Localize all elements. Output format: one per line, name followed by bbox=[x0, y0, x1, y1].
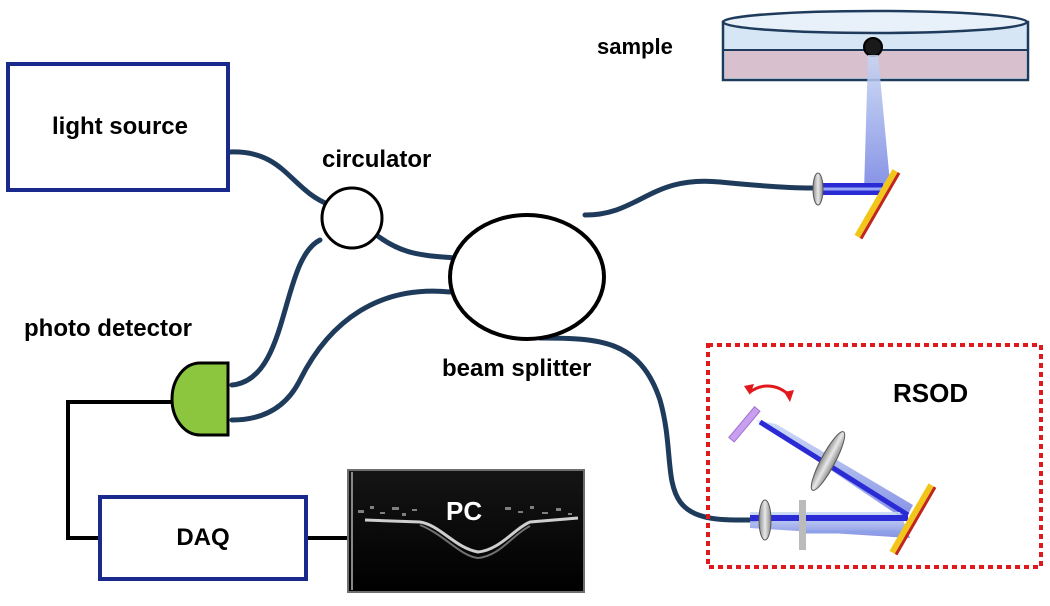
fiber-circulator-to-detector bbox=[229, 237, 323, 388]
electrical-wires bbox=[66, 400, 348, 540]
pc-screen bbox=[347, 469, 585, 593]
rsod-collimator-lens bbox=[758, 499, 772, 541]
circulator-label: circulator bbox=[322, 146, 432, 173]
oct-image-curve bbox=[364, 516, 579, 554]
rsod-grating bbox=[799, 500, 806, 550]
rotation-arrow-icon bbox=[749, 384, 792, 398]
light-source-box bbox=[6, 62, 230, 192]
fiber-network bbox=[227, 149, 815, 523]
oct-image-texture bbox=[358, 506, 572, 516]
beam-splitter-label: beam splitter bbox=[442, 355, 592, 382]
fiber-splitter-to-detector bbox=[229, 288, 453, 423]
daq-box bbox=[98, 495, 308, 581]
sample-mirror bbox=[854, 169, 901, 240]
fiber-splitter-to-sample bbox=[582, 178, 815, 218]
sample-dish bbox=[721, 9, 1030, 82]
rsod-boundary bbox=[706, 343, 1043, 569]
rsod-end-mirror bbox=[889, 483, 937, 556]
sample-beam-cone bbox=[864, 55, 890, 192]
sample-label: sample bbox=[597, 34, 673, 59]
sample-specimen bbox=[863, 37, 883, 57]
fiber-circulator-to-splitter bbox=[367, 227, 458, 261]
light-source-label: light source bbox=[51, 113, 189, 140]
rsod-label: RSOD bbox=[893, 378, 969, 408]
sample-arm-optics bbox=[812, 55, 901, 240]
beam-splitter-symbol bbox=[448, 213, 606, 341]
photo-detector-label: photo detector bbox=[24, 315, 192, 342]
wire-detector-to-daq bbox=[66, 400, 178, 540]
rsod-focusing-lens bbox=[810, 431, 846, 491]
fiber-splitter-to-rsod bbox=[537, 335, 758, 523]
daq-label: DAQ bbox=[176, 524, 230, 551]
fiber-source-to-circulator bbox=[227, 149, 333, 208]
pc-label: PC bbox=[446, 496, 483, 526]
rsod-optics bbox=[728, 384, 937, 556]
sample-lens bbox=[812, 172, 824, 206]
circulator-symbol bbox=[320, 186, 384, 250]
rsod-galvo-mirror bbox=[728, 406, 761, 443]
photo-detector-symbol bbox=[170, 361, 230, 437]
